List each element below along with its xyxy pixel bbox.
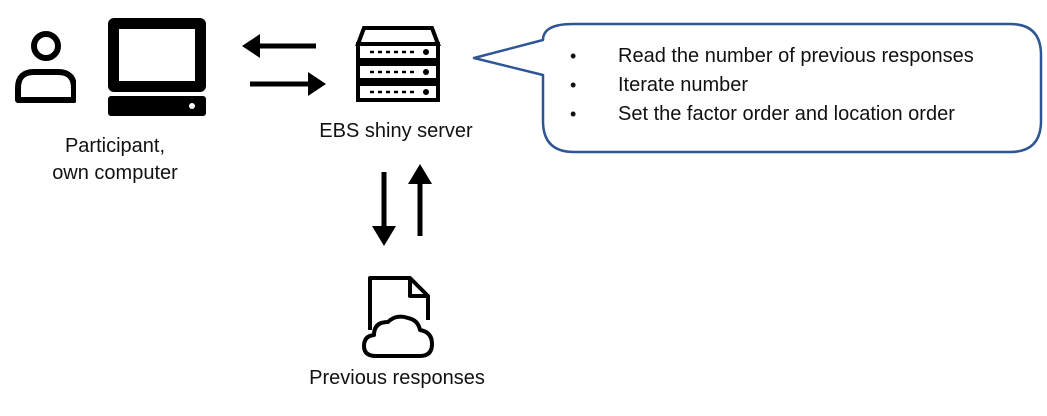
server-label: EBS shiny server: [319, 120, 473, 142]
cloud-document-icon: [362, 276, 434, 358]
bubble-item-text: Set the factor order and location order: [618, 103, 955, 125]
computer-icon: [108, 18, 206, 116]
responses-label: Previous responses: [309, 367, 485, 389]
bullet: •: [570, 75, 577, 95]
bullet: •: [570, 46, 577, 66]
bubble-item-text: Iterate number: [618, 74, 749, 96]
bubble-item-text: Read the number of previous responses: [618, 45, 974, 67]
bubble-item-list: • Read the number of previous responses •…: [552, 42, 974, 129]
participant-label-line1: Participant,: [64, 135, 166, 157]
person-icon: [15, 31, 76, 103]
speech-bubble: [472, 22, 1043, 154]
server-rack-icon: [355, 26, 441, 102]
bullet: •: [570, 104, 577, 124]
swap-vertical-arrows: [372, 164, 432, 246]
swap-horizontal-arrows: [242, 34, 326, 96]
bubble-item: • Read the number of previous responses: [552, 42, 974, 71]
participant-label: Participant, own computer: [20, 133, 210, 187]
bubble-item: • Set the factor order and location order: [552, 100, 974, 129]
participant-label-line2: own computer: [52, 162, 178, 184]
bubble-item: • Iterate number: [552, 71, 974, 100]
